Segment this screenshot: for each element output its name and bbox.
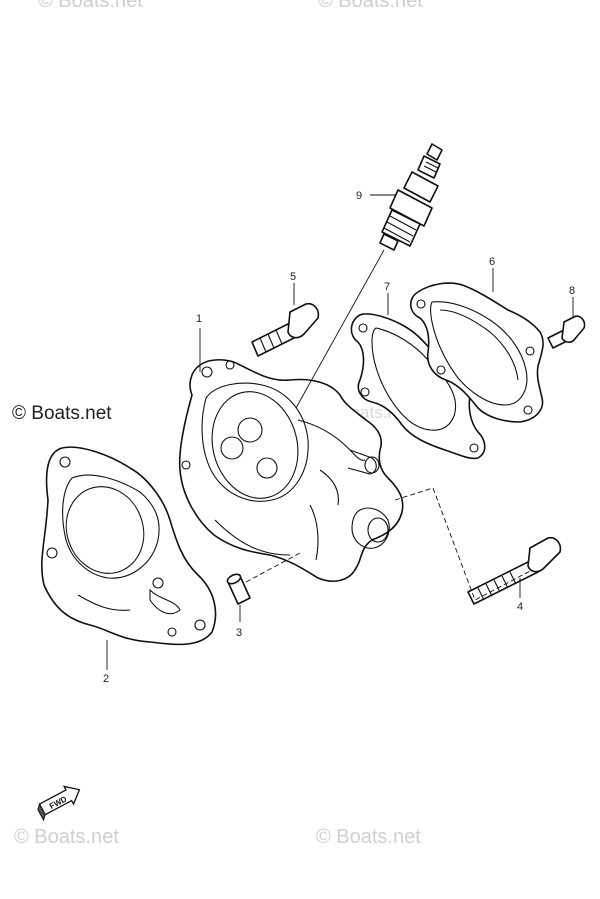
callout-6: 6 <box>489 256 495 268</box>
watermark-main: © Boats.net <box>12 403 112 424</box>
callout-4: 4 <box>517 601 523 613</box>
callout-3: 3 <box>236 627 242 639</box>
watermark-top-right: © Boats.net <box>318 0 423 12</box>
dowel-dash <box>245 552 301 583</box>
bolt-8 <box>547 315 586 349</box>
long-bolt <box>467 536 562 605</box>
watermark-top-left: © Boats.net <box>38 0 143 12</box>
exhaust-gasket <box>350 313 486 460</box>
dowel-pin <box>226 573 251 605</box>
watermark-bottom-left: © Boats.net <box>14 826 119 848</box>
watermark-bottom-right: © Boats.net <box>316 826 421 848</box>
spark-plug <box>379 143 443 251</box>
head-gasket <box>41 446 217 646</box>
callout-9: 9 <box>356 190 362 202</box>
exhaust-cover <box>409 282 544 423</box>
fwd-arrow-icon: FWD <box>37 785 81 822</box>
callout-5: 5 <box>290 271 296 283</box>
cylinder-head <box>178 358 404 582</box>
callout-1: 1 <box>196 313 202 325</box>
bolt-dash <box>394 487 533 601</box>
callout-8: 8 <box>569 285 575 297</box>
plug-line <box>295 249 385 409</box>
callout-2: 2 <box>103 673 109 685</box>
callout-7: 7 <box>384 281 390 293</box>
bolt-5 <box>251 302 320 357</box>
